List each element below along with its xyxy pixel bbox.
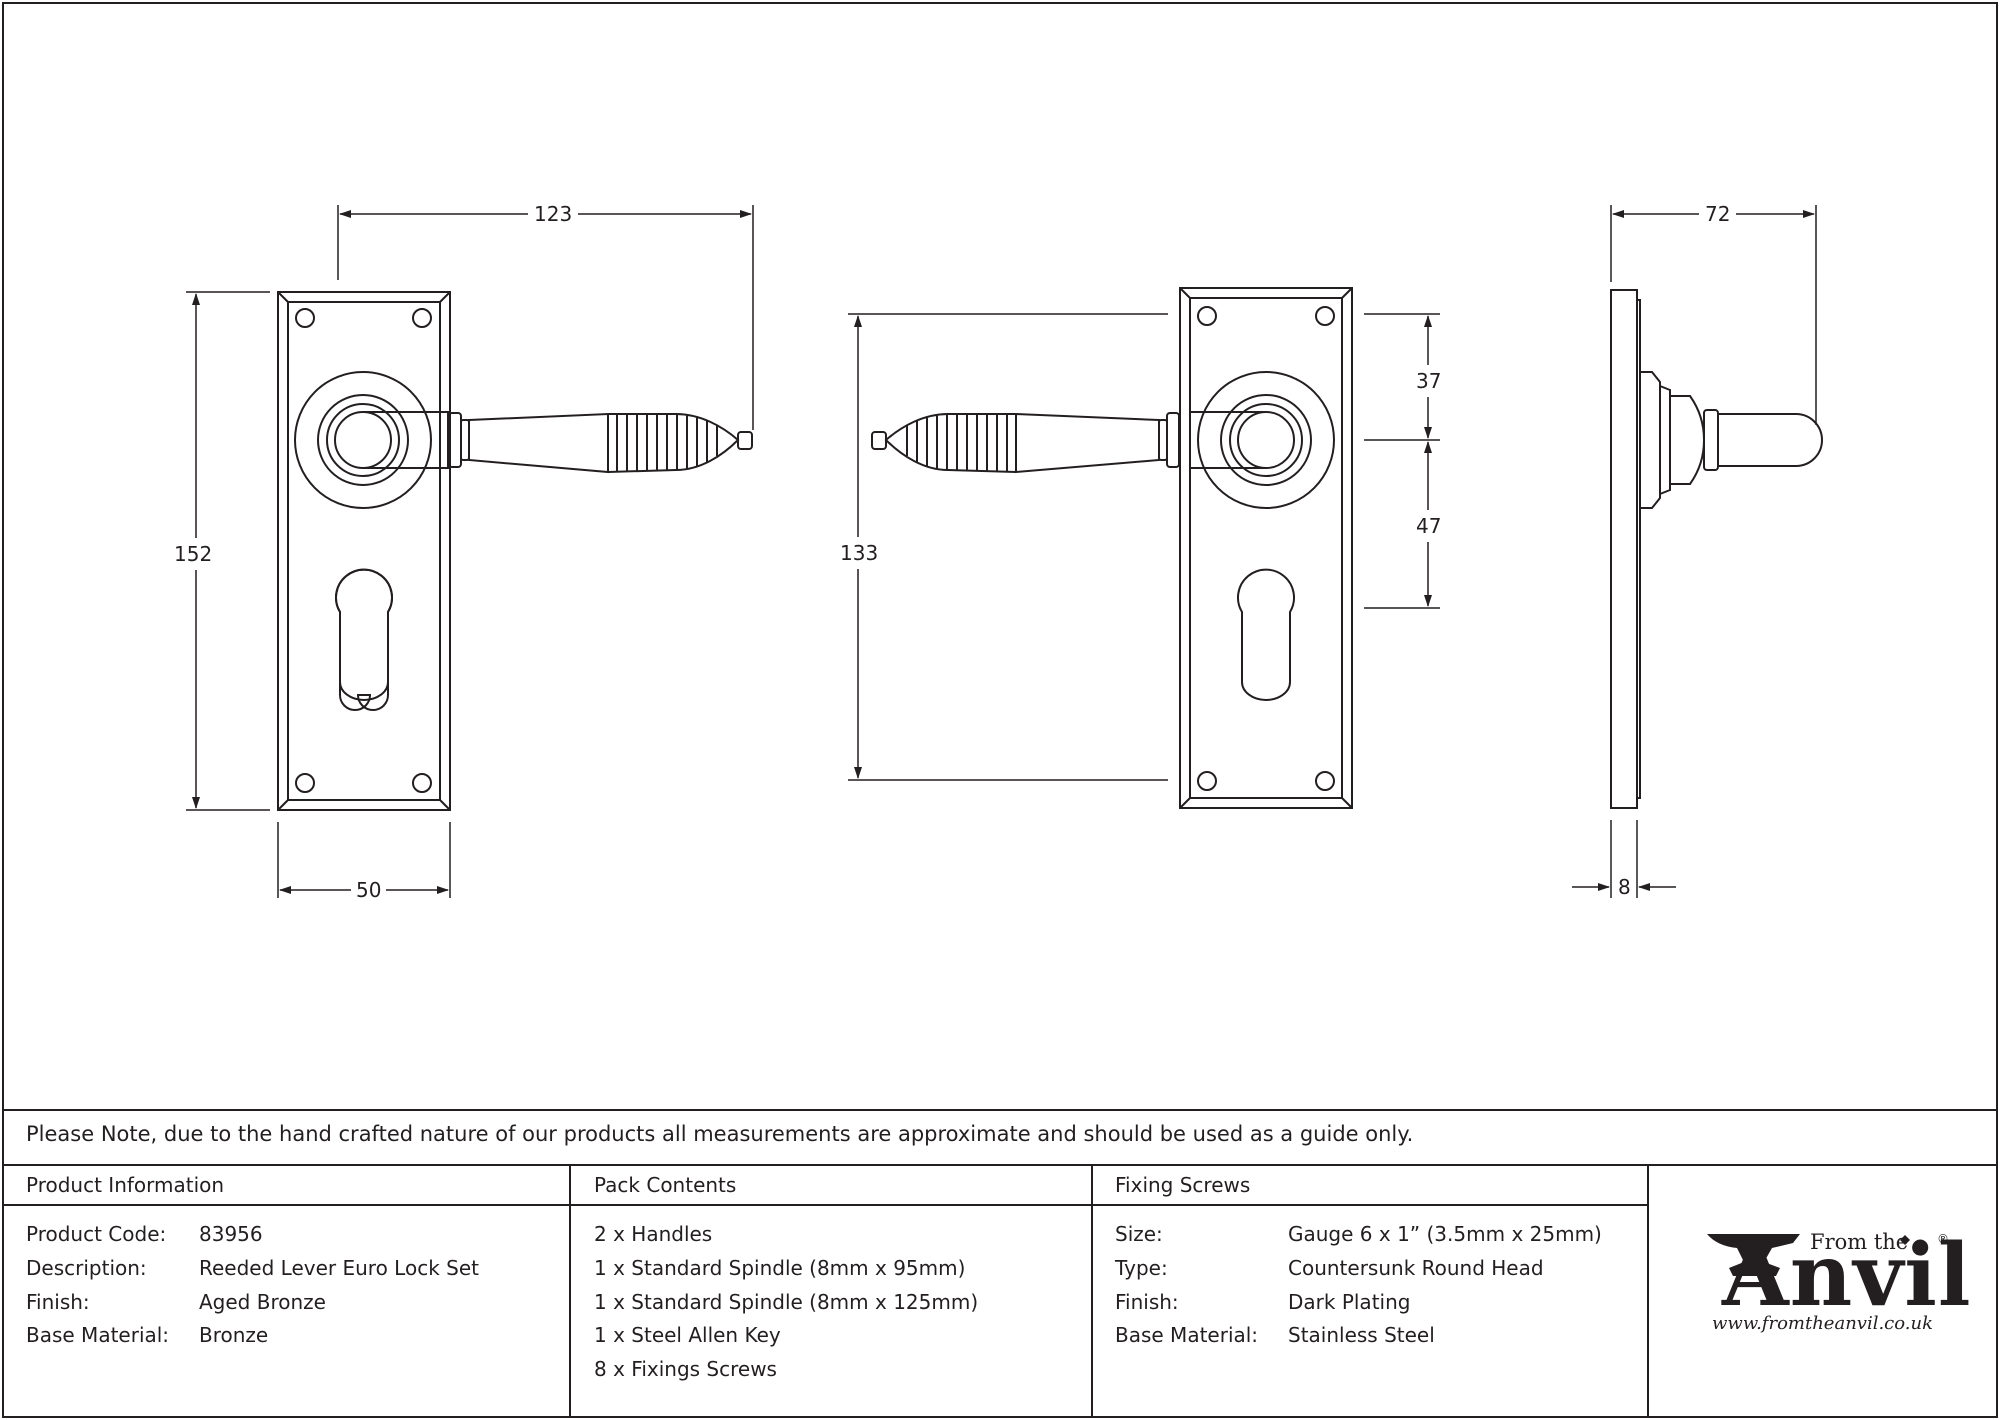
pack-item: 1 x Standard Spindle (8mm x 95mm) <box>594 1256 966 1280</box>
side-view <box>1610 289 1823 809</box>
description-value: Reeded Lever Euro Lock Set <box>199 1256 479 1280</box>
product-code-value: 83956 <box>199 1222 263 1246</box>
screw-type-value: Countersunk Round Head <box>1288 1256 1544 1280</box>
pack-item: 2 x Handles <box>594 1222 713 1246</box>
fixing-screws-header: Fixing Screws <box>1115 1173 1251 1197</box>
screw-size-value: Gauge 6 x 1” (3.5mm x 25mm) <box>1288 1222 1602 1246</box>
dim-front-height: 152 <box>174 538 213 570</box>
pack-contents-header: Pack Contents <box>594 1173 737 1197</box>
base-material-label: Base Material: <box>26 1323 170 1347</box>
pack-item: 8 x Fixings Screws <box>594 1357 777 1381</box>
dim-projection: 72 <box>1699 202 1737 226</box>
logo-url: www.fromtheanvil.co.uk <box>1712 1313 1934 1334</box>
product-info-header: Product Information <box>26 1173 225 1197</box>
logo-brand: Anvil <box>1722 1225 1972 1326</box>
finish-label: Finish: <box>26 1290 90 1314</box>
dim-spindle-top: 37 <box>1416 365 1442 397</box>
screw-finish-label: Finish: <box>1115 1290 1179 1314</box>
registered-mark: ® <box>1937 1232 1949 1246</box>
front-dimensions <box>186 205 754 898</box>
side-dimensions <box>1572 205 1817 898</box>
back-view <box>871 287 1353 809</box>
dim-front-width: 123 <box>528 202 579 226</box>
screw-type-label: Type: <box>1115 1256 1168 1280</box>
product-code-label: Product Code: <box>26 1222 167 1246</box>
finish-value: Aged Bronze <box>199 1290 326 1314</box>
screw-size-label: Size: <box>1115 1222 1163 1246</box>
screw-material-value: Stainless Steel <box>1288 1323 1435 1347</box>
front-view <box>277 291 753 811</box>
pack-item: 1 x Steel Allen Key <box>594 1323 781 1347</box>
logo-from-the: From the <box>1810 1230 1909 1254</box>
dim-plate-width: 50 <box>351 878 387 902</box>
dim-plate-depth: 8 <box>1618 875 1631 899</box>
screw-finish-value: Dark Plating <box>1288 1290 1411 1314</box>
measurement-note: Please Note, due to the hand crafted nat… <box>26 1122 1414 1146</box>
base-material-value: Bronze <box>199 1323 269 1347</box>
pack-item: 1 x Standard Spindle (8mm x 125mm) <box>594 1290 979 1314</box>
description-label: Description: <box>26 1256 147 1280</box>
screw-material-label: Base Material: <box>1115 1323 1259 1347</box>
dim-back-height: 133 <box>840 537 879 569</box>
dim-spindle-keyhole: 47 <box>1416 510 1442 542</box>
anvil-logo-graphic <box>1707 1234 1910 1276</box>
